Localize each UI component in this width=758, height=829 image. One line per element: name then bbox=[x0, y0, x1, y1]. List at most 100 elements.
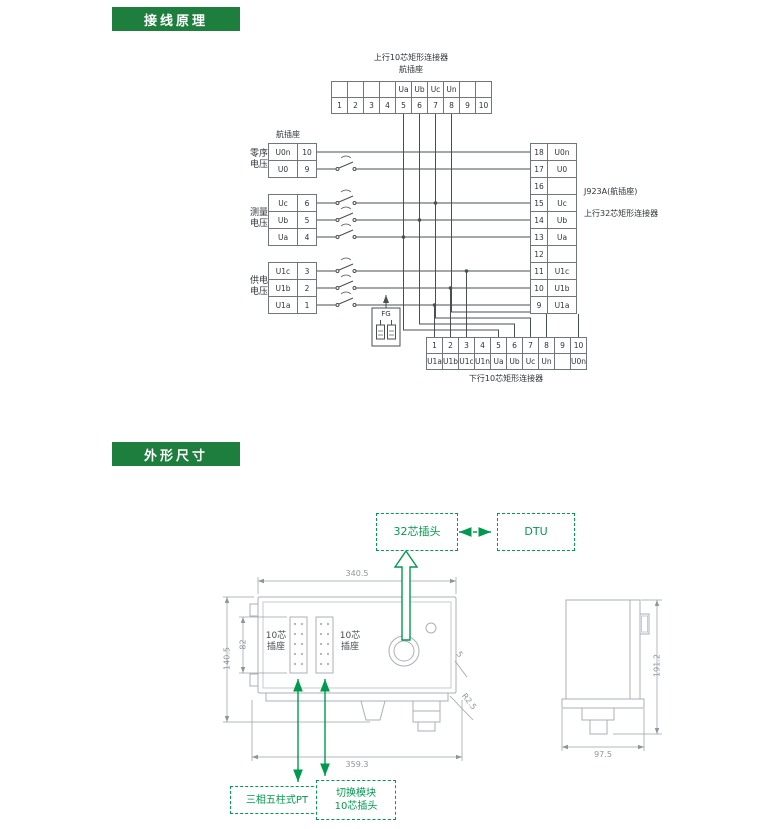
bottom-connector-label-cell: Ua bbox=[490, 353, 507, 370]
dtu-label: DTU bbox=[524, 525, 548, 538]
dtu-box: DTU bbox=[497, 513, 575, 551]
wiring-bus-lines bbox=[317, 114, 579, 337]
right-connector-pin-cell: 11 bbox=[530, 262, 548, 280]
top-connector-number-cell: 7 bbox=[427, 97, 444, 114]
right-connector-row: 16 bbox=[530, 177, 577, 195]
right-connector-title-1: J923A(航插座) bbox=[584, 187, 638, 196]
bottom-connector-label-cell: U1c bbox=[458, 353, 475, 370]
left-connector-signal-cell: U1c bbox=[268, 262, 298, 280]
bottom-connector-title: 下行10芯矩形连接器 bbox=[468, 374, 544, 383]
left-connector-row: U1b 2 bbox=[268, 279, 317, 297]
right-connector-row: 10 U1b bbox=[530, 279, 577, 297]
section-badge-wiring-label: 接线原理 bbox=[143, 13, 208, 29]
top-connector-number-cell: 2 bbox=[347, 97, 364, 114]
left-connector-signal-cell: U0n bbox=[268, 143, 298, 161]
bottom-connector-label-cell bbox=[554, 353, 571, 370]
top-connector-label-cell bbox=[363, 81, 380, 98]
right-connector-row: 18 U0n bbox=[530, 143, 577, 161]
bottom-connector-label-cell: Uc bbox=[522, 353, 539, 370]
section-badge-dimensions-label: 外形尺寸 bbox=[143, 448, 208, 464]
left-connector-group-2: Uc 6 Ub 5 Ua 4 bbox=[268, 194, 317, 246]
top-connector-number-cell: 1 bbox=[331, 97, 348, 114]
bottom-connector-number-cell: 5 bbox=[490, 337, 507, 354]
right-connector-signal-cell: U1a bbox=[547, 296, 577, 314]
fg-ground-assembly bbox=[371, 295, 401, 347]
right-connector-row: 11 U1c bbox=[530, 262, 577, 280]
top-connector-label-cell bbox=[331, 81, 348, 98]
bottom-connector-label-cell: U0n bbox=[570, 353, 587, 370]
group-label-measurement: 测量电压 bbox=[249, 208, 268, 229]
dim-height-left: 140.5 bbox=[222, 647, 232, 670]
group-label-supply: 供电电压 bbox=[249, 276, 268, 297]
right-connector-signal-cell: Uc bbox=[547, 194, 577, 212]
left-connector-pin-cell: 10 bbox=[297, 143, 317, 161]
left-connector-label: 航插座 bbox=[276, 130, 300, 139]
top-connector-number-cell: 6 bbox=[411, 97, 428, 114]
left-connector-signal-cell: U0 bbox=[268, 160, 298, 178]
left-connector-group-3: U1c 3 U1b 2 U1a 1 bbox=[268, 262, 317, 314]
plug32-label: 32芯插头 bbox=[393, 525, 441, 538]
top-connector-label-cell bbox=[347, 81, 364, 98]
left-connector-pin-cell: 4 bbox=[297, 228, 317, 246]
right-connector-pin-cell: 9 bbox=[530, 296, 548, 314]
right-connector-pin-cell: 18 bbox=[530, 143, 548, 161]
top-connector-number-cell: 4 bbox=[379, 97, 396, 114]
junction-dots bbox=[401, 201, 469, 307]
bottom-connector-number-cell: 8 bbox=[538, 337, 555, 354]
left-connector-row: Uc 6 bbox=[268, 194, 317, 212]
right-connector-pin-cell: 12 bbox=[530, 245, 548, 263]
right-connector-row: 9 U1a bbox=[530, 296, 577, 314]
switch-module-box: 切换模块 10芯插头 bbox=[316, 780, 396, 820]
bottom-connector-number-cell: 2 bbox=[442, 337, 459, 354]
bottom-connector-label-cell: Un bbox=[538, 353, 555, 370]
right-connector-signal-cell: Ub bbox=[547, 211, 577, 229]
fg-label: FG bbox=[381, 310, 391, 318]
top-connector-label-cell bbox=[459, 81, 476, 98]
left-connector-row: U1a 1 bbox=[268, 296, 317, 314]
top-connector-number-cell: 10 bbox=[475, 97, 492, 114]
right-connector-pin-cell: 17 bbox=[530, 160, 548, 178]
top-connector-label-cell bbox=[379, 81, 396, 98]
right-connector-row: 14 Ub bbox=[530, 211, 577, 229]
right-connector-signal-cell: Ua bbox=[547, 228, 577, 246]
plug32-box: 32芯插头 bbox=[376, 513, 458, 551]
pt-label: 三相五柱式PT bbox=[245, 794, 309, 806]
bottom-connector-number-cell: 6 bbox=[506, 337, 523, 354]
green-flow-arrows bbox=[293, 527, 491, 782]
left-connector-group-1: U0n 10 U0 9 bbox=[268, 143, 317, 178]
top-connector-subtitle: 航插座 bbox=[399, 65, 423, 74]
right-connector-signal-cell: U1c bbox=[547, 262, 577, 280]
socket10-left-label: 10芯插座 bbox=[265, 631, 287, 652]
left-connector-row: Ua 4 bbox=[268, 228, 317, 246]
left-connector-signal-cell: Uc bbox=[268, 194, 298, 212]
bottom-connector-label-cell: U1n bbox=[474, 353, 491, 370]
bottom-connector-number-cell: 4 bbox=[474, 337, 491, 354]
switch-symbols bbox=[335, 155, 357, 307]
right-connector-signal-cell bbox=[547, 245, 577, 263]
socket10-right-label: 10芯插座 bbox=[339, 631, 361, 652]
right-connector-pin-cell: 15 bbox=[530, 194, 548, 212]
top-connector-label-cell: Ub bbox=[411, 81, 428, 98]
right-connector-row: 12 bbox=[530, 245, 577, 263]
left-connector-pin-cell: 9 bbox=[297, 160, 317, 178]
left-connector-pin-cell: 5 bbox=[297, 211, 317, 229]
left-connector-row: U0n 10 bbox=[268, 143, 317, 161]
dim-side-height: 191.2 bbox=[652, 654, 662, 677]
dim-width-top: 340.5 bbox=[345, 569, 369, 578]
right-connector-row: 17 U0 bbox=[530, 160, 577, 178]
left-connector-signal-cell: U1b bbox=[268, 279, 298, 297]
top-connector-number-cell: 5 bbox=[395, 97, 412, 114]
left-connector-pin-cell: 2 bbox=[297, 279, 317, 297]
top-connector-label-cell: Un bbox=[443, 81, 460, 98]
dim-side-width: 97.5 bbox=[594, 750, 612, 759]
switch-module-label-line2: 10芯插头 bbox=[334, 801, 378, 812]
top-connector-label-cell: Ua bbox=[395, 81, 412, 98]
side-view-drawing bbox=[561, 599, 650, 735]
